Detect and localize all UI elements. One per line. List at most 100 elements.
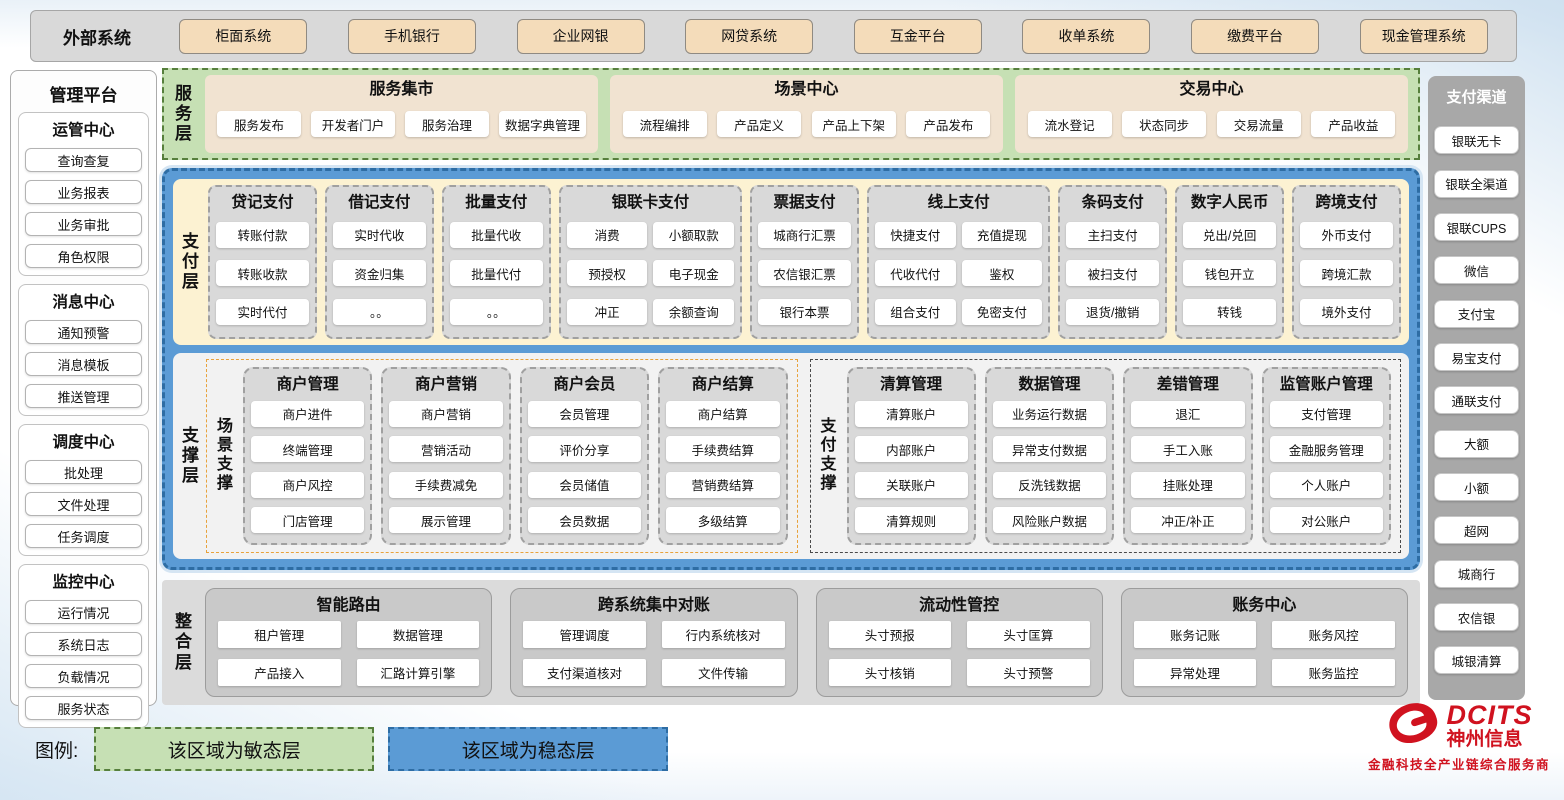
support-button[interactable]: 多级结算 — [666, 507, 780, 534]
support-button[interactable]: 清算账户 — [854, 400, 968, 427]
support-button[interactable]: 金融服务管理 — [1269, 436, 1383, 463]
channel-button[interactable]: 大额 — [1434, 429, 1519, 458]
payment-button[interactable]: 消费 — [566, 221, 648, 248]
service-button[interactable]: 状态同步 — [1122, 111, 1207, 137]
channel-button[interactable]: 农信银 — [1434, 603, 1519, 632]
support-button[interactable]: 会员管理 — [527, 400, 642, 427]
support-button[interactable]: 冲正/补正 — [1131, 507, 1245, 534]
support-button[interactable]: 营销费结算 — [666, 471, 780, 498]
support-button[interactable]: 清算规则 — [854, 507, 968, 534]
channel-button[interactable]: 通联支付 — [1434, 386, 1519, 415]
payment-button[interactable]: 兑出/兑回 — [1183, 221, 1277, 248]
payment-button[interactable]: 鉴权 — [961, 260, 1043, 286]
management-button[interactable]: 消息模板 — [25, 352, 142, 376]
management-button[interactable]: 服务状态 — [25, 696, 142, 720]
payment-button[interactable]: 免密支付 — [961, 298, 1043, 325]
payment-button[interactable]: 转账收款 — [216, 260, 309, 286]
support-button[interactable]: 支付管理 — [1269, 400, 1383, 427]
payment-button[interactable]: 农信银汇票 — [758, 260, 851, 286]
integration-button[interactable]: 数据管理 — [356, 621, 480, 648]
channel-button[interactable]: 银联CUPS — [1434, 213, 1519, 242]
channel-button[interactable]: 城商行 — [1434, 559, 1519, 588]
payment-button[interactable]: 冲正 — [566, 298, 648, 325]
payment-button[interactable]: 批量代付 — [449, 260, 543, 286]
support-button[interactable]: 商户风控 — [251, 471, 365, 498]
support-button[interactable]: 手续费结算 — [666, 436, 780, 463]
integration-button[interactable]: 产品接入 — [218, 659, 341, 686]
payment-button[interactable]: 境外支付 — [1300, 298, 1393, 325]
support-button[interactable]: 业务运行数据 — [992, 400, 1107, 427]
external-system-button[interactable]: 手机银行 — [347, 18, 476, 54]
payment-button[interactable]: 资金归集 — [332, 260, 426, 286]
external-system-button[interactable]: 收单系统 — [1022, 18, 1151, 54]
management-button[interactable]: 推送管理 — [25, 384, 142, 408]
payment-button[interactable]: 快捷支付 — [874, 221, 956, 248]
payment-button[interactable]: 城商行汇票 — [758, 221, 851, 248]
management-button[interactable]: 系统日志 — [25, 632, 142, 656]
integration-button[interactable]: 头寸预警 — [967, 659, 1090, 686]
payment-button[interactable]: 银行本票 — [758, 298, 851, 325]
support-button[interactable]: 个人账户 — [1269, 471, 1383, 498]
payment-button[interactable]: 。。 — [332, 298, 426, 325]
management-button[interactable]: 角色权限 — [25, 244, 142, 268]
support-button[interactable]: 会员储值 — [527, 471, 642, 498]
management-button[interactable]: 运行情况 — [25, 600, 142, 624]
integration-button[interactable]: 租户管理 — [218, 621, 341, 648]
channel-button[interactable]: 微信 — [1434, 256, 1519, 285]
external-system-button[interactable]: 柜面系统 — [179, 18, 308, 54]
integration-button[interactable]: 头寸核销 — [828, 659, 952, 686]
payment-button[interactable]: 批量代收 — [449, 221, 543, 248]
integration-button[interactable]: 账务监控 — [1272, 659, 1395, 686]
channel-button[interactable]: 城银清算 — [1434, 646, 1519, 675]
payment-button[interactable]: 跨境汇款 — [1300, 260, 1393, 286]
service-button[interactable]: 开发者门户 — [310, 111, 395, 137]
external-system-button[interactable]: 现金管理系统 — [1359, 18, 1488, 54]
payment-button[interactable]: 预授权 — [566, 260, 648, 286]
integration-button[interactable]: 文件传输 — [661, 659, 785, 686]
management-button[interactable]: 批处理 — [25, 460, 142, 484]
support-button[interactable]: 终端管理 — [251, 436, 365, 463]
management-button[interactable]: 文件处理 — [25, 492, 142, 516]
support-button[interactable]: 挂账处理 — [1131, 471, 1245, 498]
integration-button[interactable]: 账务记账 — [1133, 621, 1257, 648]
service-button[interactable]: 产品定义 — [717, 111, 802, 137]
channel-button[interactable]: 银联全渠道 — [1434, 169, 1519, 198]
payment-button[interactable]: 钱包开立 — [1183, 260, 1277, 286]
payment-button[interactable]: 小额取款 — [653, 221, 735, 248]
payment-button[interactable]: 外币支付 — [1300, 221, 1393, 248]
channel-button[interactable]: 支付宝 — [1434, 299, 1519, 328]
management-button[interactable]: 通知预警 — [25, 320, 142, 344]
support-button[interactable]: 商户营销 — [389, 400, 503, 427]
support-button[interactable]: 评价分享 — [527, 436, 642, 463]
integration-button[interactable]: 头寸匡算 — [967, 621, 1090, 648]
management-button[interactable]: 业务报表 — [25, 180, 142, 204]
service-button[interactable]: 流水登记 — [1027, 111, 1112, 137]
support-button[interactable]: 手工入账 — [1131, 436, 1245, 463]
support-button[interactable]: 内部账户 — [854, 436, 968, 463]
payment-button[interactable]: 退货/撤销 — [1066, 298, 1160, 325]
management-button[interactable]: 任务调度 — [25, 524, 142, 548]
external-system-button[interactable]: 企业网银 — [516, 18, 645, 54]
support-button[interactable]: 异常支付数据 — [992, 436, 1107, 463]
payment-button[interactable]: 充值提现 — [961, 221, 1043, 248]
integration-button[interactable]: 汇路计算引擎 — [356, 659, 480, 686]
external-system-button[interactable]: 缴费平台 — [1191, 18, 1320, 54]
service-button[interactable]: 流程编排 — [622, 111, 707, 137]
support-button[interactable]: 展示管理 — [389, 507, 503, 534]
management-button[interactable]: 查询查复 — [25, 148, 142, 172]
service-button[interactable]: 产品收益 — [1311, 111, 1396, 137]
support-button[interactable]: 会员数据 — [527, 507, 642, 534]
support-button[interactable]: 门店管理 — [251, 507, 365, 534]
support-button[interactable]: 手续费减免 — [389, 471, 503, 498]
payment-button[interactable]: 余额查询 — [653, 298, 735, 325]
service-button[interactable]: 产品发布 — [906, 111, 991, 137]
integration-button[interactable]: 账务风控 — [1272, 621, 1395, 648]
support-button[interactable]: 商户结算 — [666, 400, 780, 427]
support-button[interactable]: 营销活动 — [389, 436, 503, 463]
integration-button[interactable]: 头寸预报 — [828, 621, 952, 648]
support-button[interactable]: 对公账户 — [1269, 507, 1383, 534]
payment-button[interactable]: 转钱 — [1183, 298, 1277, 325]
payment-button[interactable]: 组合支付 — [874, 298, 956, 325]
integration-button[interactable]: 行内系统核对 — [661, 621, 785, 648]
service-button[interactable]: 交易流量 — [1216, 111, 1301, 137]
